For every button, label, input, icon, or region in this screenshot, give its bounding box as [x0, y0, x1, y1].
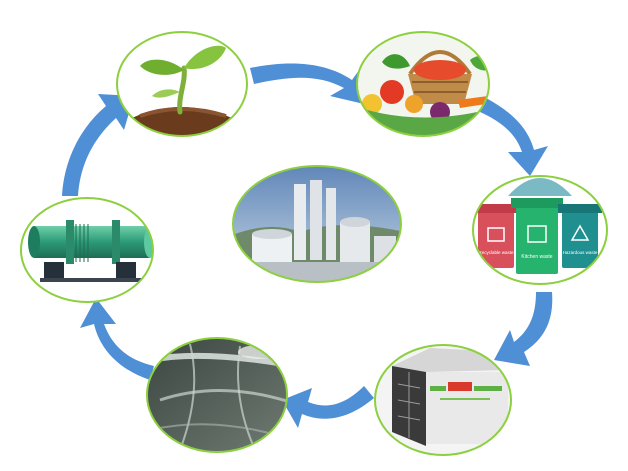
bin-recyclable: Recyclable waste [474, 204, 518, 268]
arrow-drum-to-seedling [62, 94, 134, 196]
cycle-arrows [62, 63, 553, 428]
waste-bins-icon: Recyclable waste Kitchen waste Hazardous… [473, 176, 607, 284]
rotary-drum-dryer-icon [21, 198, 153, 302]
vegetable-basket-icon [357, 32, 489, 136]
arrow-seedling-to-vegetables [250, 63, 364, 104]
bin-label-kitchen: Kitchen waste [521, 254, 552, 260]
bin-kitchen: Kitchen waste [511, 198, 563, 274]
arrow-vegetables-to-bins [480, 98, 548, 176]
node-sorting-bins: Recyclable waste Kitchen waste Hazardous… [472, 175, 608, 285]
bin-label-hazardous: Hazardous waste [563, 250, 598, 255]
bin-label-recyclable: Recyclable waste [478, 250, 514, 255]
node-vegetables [356, 31, 490, 137]
node-rotary-drum [20, 197, 154, 303]
bin-hazardous: Hazardous waste [558, 204, 602, 268]
node-treatment-plant [232, 165, 402, 283]
arrow-bins-to-machine [494, 292, 553, 366]
node-compost [146, 337, 288, 453]
compost-pile-icon [147, 338, 287, 452]
arrow-compost-to-drum [80, 298, 154, 380]
exhaust-towers-icon [233, 166, 401, 282]
node-processing-machine [374, 344, 512, 456]
arrow-machine-to-compost [282, 386, 374, 428]
node-seedling [116, 31, 248, 137]
seedling-icon [117, 32, 247, 136]
